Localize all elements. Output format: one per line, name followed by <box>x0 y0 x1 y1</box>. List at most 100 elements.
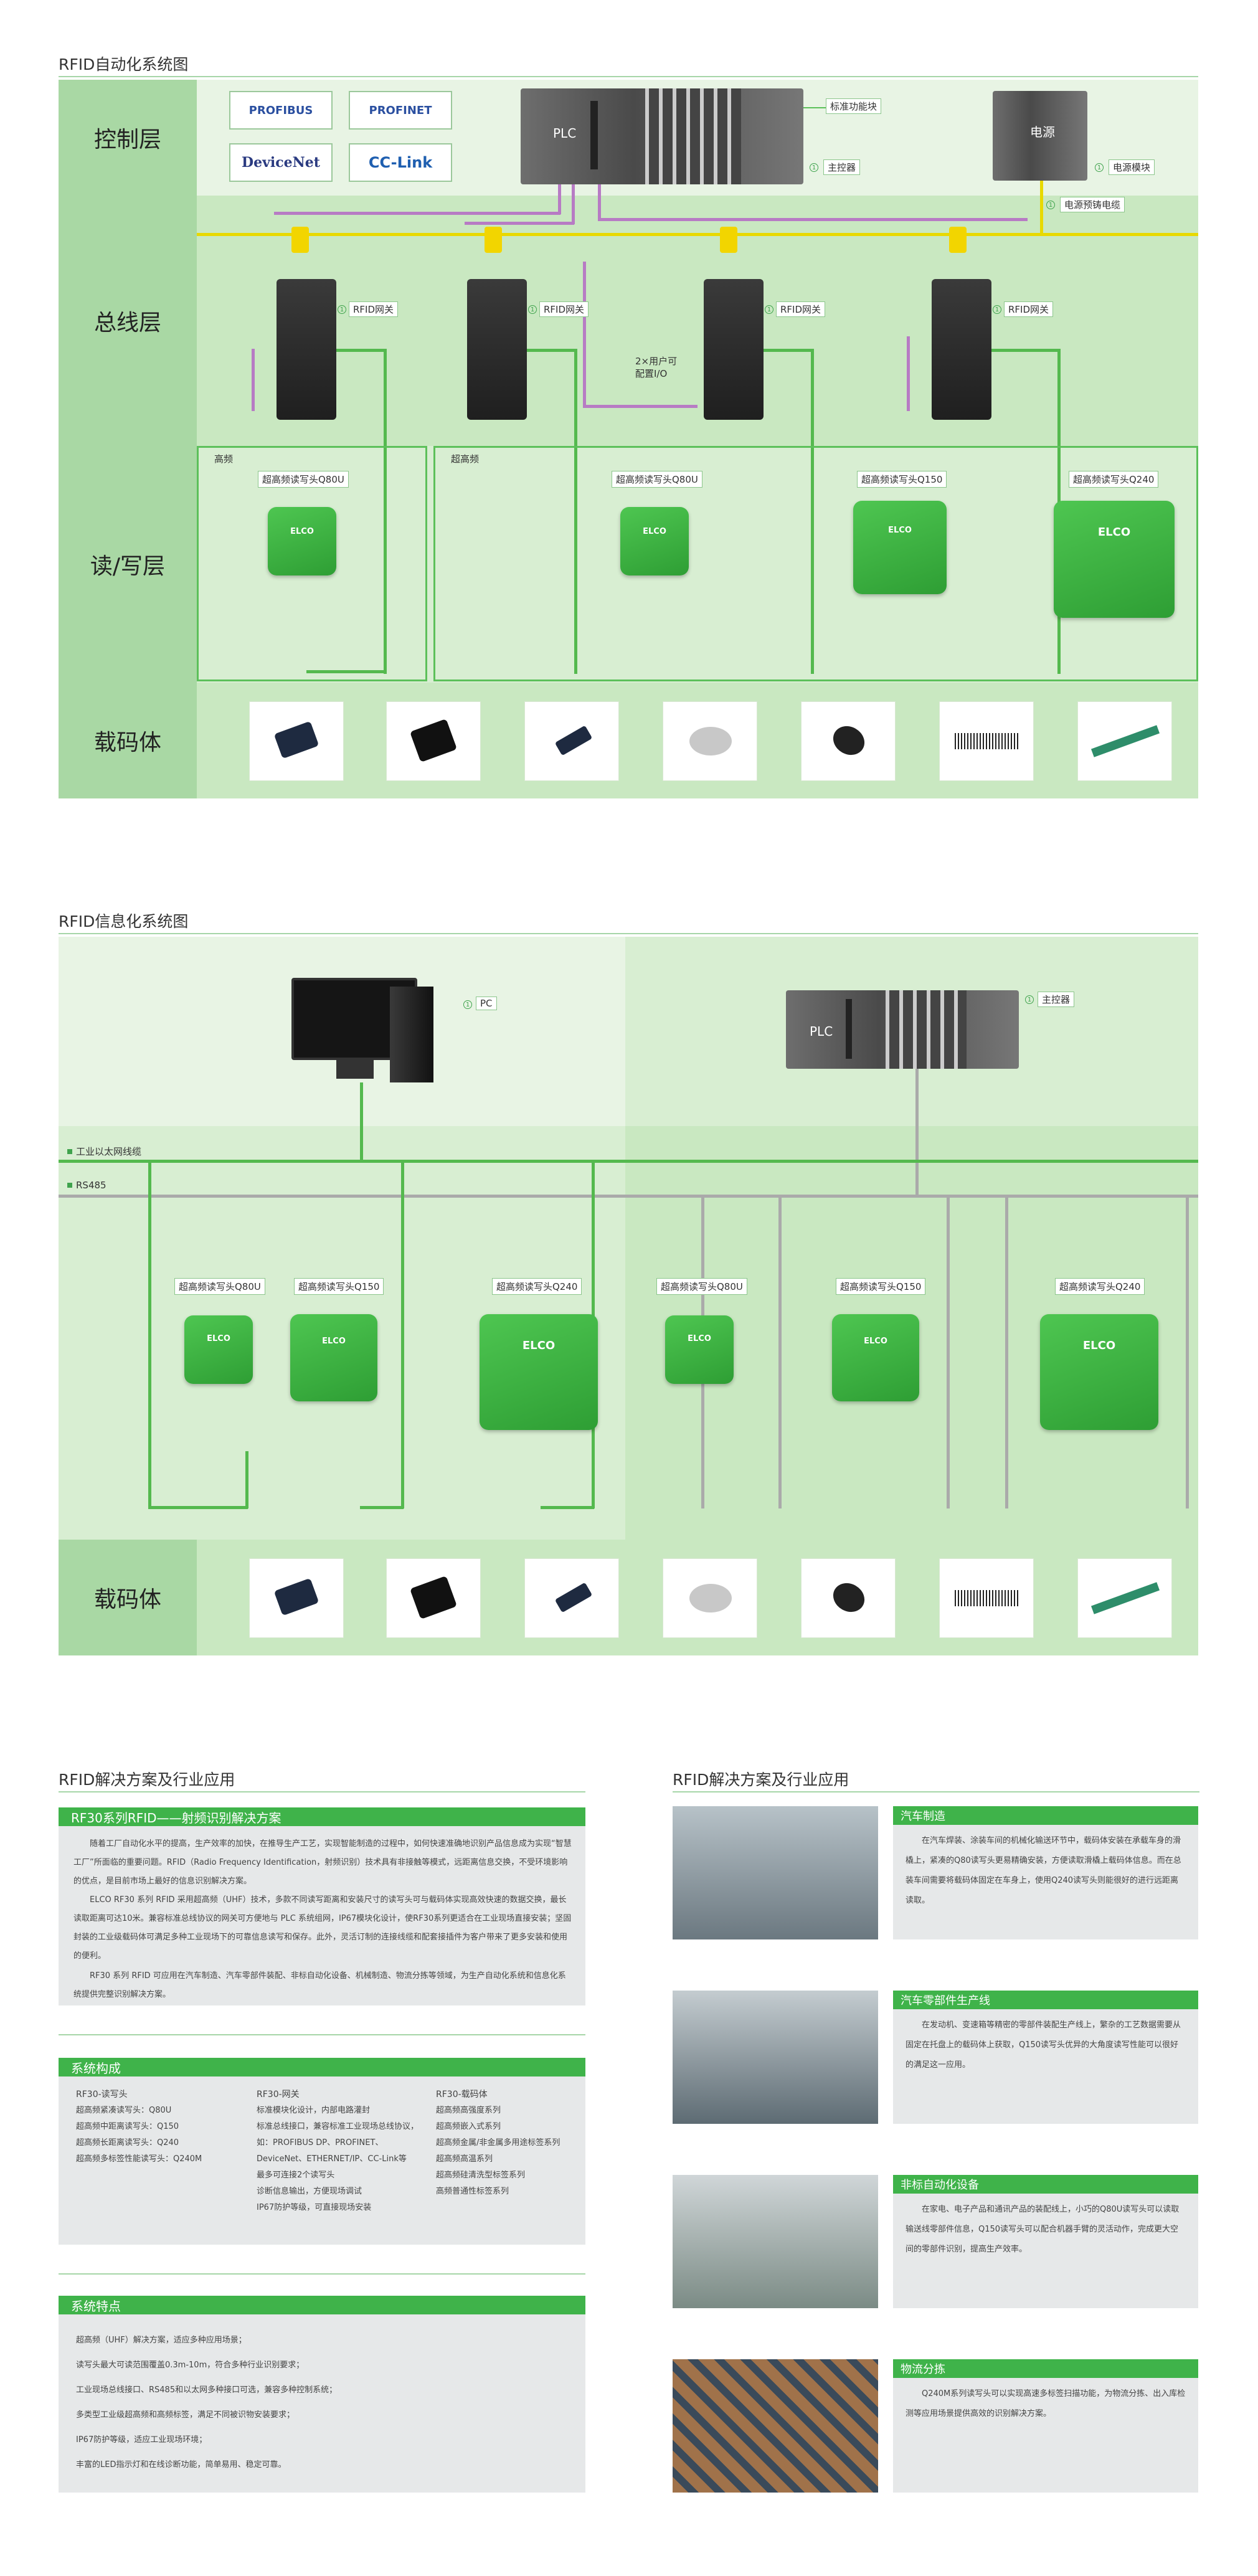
carrier-tag <box>386 701 481 781</box>
power-drop <box>1040 181 1043 234</box>
pc-tower <box>390 987 433 1082</box>
section3-rule-left <box>59 1791 585 1792</box>
app-photo-logistics <box>673 2359 878 2493</box>
tag-marker: 1 <box>463 1000 472 1009</box>
carrier-tag <box>524 1558 619 1638</box>
master-tag: 主控器 <box>1038 992 1075 1007</box>
reader-q150: ELCO <box>853 501 947 594</box>
reader-logo: ELCO <box>1082 1339 1116 1352</box>
rs485-label-text: RS485 <box>76 1180 106 1191</box>
layer-carrier: 载码体 <box>59 683 197 798</box>
power-label: 电源 <box>1030 125 1055 140</box>
app-head: 物流分拣 <box>893 2359 1198 2378</box>
composition-item: 超高频嵌入式系列 <box>436 2122 501 2131</box>
feature-item: IP67防护等级，适应工业现场环境； <box>76 2435 207 2445</box>
layer-carrier-2: 载码体 <box>59 1540 197 1655</box>
bus-wire-1 <box>274 212 560 215</box>
solution-para-2: ELCO RF30 系列 RFID 采用超高频（UHF）技术，多款不同读写距离和… <box>73 1895 572 1961</box>
rfid-gateway-4 <box>932 279 991 420</box>
app-photo-parts <box>673 1991 878 2124</box>
composition-item: 高频普通性标签系列 <box>436 2187 509 2196</box>
gw-reader-wire <box>991 349 1060 352</box>
plc-label: PLC <box>553 126 577 141</box>
reader-logo: ELCO <box>322 1337 346 1346</box>
features-rule <box>59 2273 585 2275</box>
gw-reader-wire <box>527 349 577 352</box>
user-io-label: 2×用户可 配置I/O <box>635 356 678 379</box>
composition-item: 标准模块化设计，内部电路灌封 <box>257 2106 371 2115</box>
features-panel <box>59 2296 585 2493</box>
reader-drop <box>947 1195 950 1508</box>
reader-logo: ELCO <box>1097 526 1131 539</box>
gw-reader-wire <box>384 349 387 674</box>
tag-marker: 1 <box>810 163 818 172</box>
composition-item: 超高频长距离读写头：Q240 <box>76 2138 179 2147</box>
plc-slot <box>846 999 852 1059</box>
tag-shape <box>273 721 319 759</box>
reader-q240: ELCO <box>1040 1314 1158 1430</box>
reader-title: 超高频读写头Q240 <box>1069 471 1159 488</box>
reader-q240: ELCO <box>480 1314 598 1430</box>
reader-drop <box>1005 1195 1008 1508</box>
reader-title: 超高频读写头Q80U <box>612 471 702 488</box>
tag-shape <box>1090 725 1160 757</box>
reader-title: 超高频读写头Q240 <box>1055 1278 1145 1295</box>
plc-drop <box>915 1069 919 1195</box>
reader-drop <box>360 1506 404 1509</box>
carrier-tag <box>1077 701 1172 781</box>
section3-title-left: RFID解决方案及行业应用 <box>59 1771 235 1789</box>
tag-marker: 1 <box>338 305 346 314</box>
app-head: 汽车制造 <box>893 1806 1198 1825</box>
composition-item: 最多可连接2个读写头 <box>257 2171 335 2180</box>
profibus-logo: PROFIBUS <box>229 91 333 130</box>
section2-title: RFID信息化系统图 <box>59 912 189 930</box>
gw1-loop <box>252 349 255 411</box>
bus-drop-plc <box>558 184 561 214</box>
tag-leader <box>803 107 826 108</box>
gateway-connector <box>949 227 967 253</box>
gateway-tag-2: RFID网关 <box>539 301 589 317</box>
tag-marker: 1 <box>1046 201 1055 209</box>
composition-col: RF30-载码体 超高频高强度系列 超高频嵌入式系列 超高频金属/非金属多用途标… <box>436 2086 579 2200</box>
tag-shape <box>554 1582 593 1613</box>
solution-para-1: 随着工厂自动化水平的提高，生产效率的加快，在推导生产工艺，实现智能制造的过程中，… <box>73 1839 572 1886</box>
composition-rule <box>59 2034 585 2035</box>
tag-marker: 1 <box>1025 995 1034 1004</box>
devicenet-logo: DeviceNet <box>229 143 333 182</box>
gateway-connector <box>291 227 309 253</box>
rfid-gateway-2 <box>467 279 527 420</box>
layer-rw: 读/写层 <box>59 446 197 683</box>
reader-logo: ELCO <box>688 1334 711 1343</box>
power-wire <box>197 233 1198 236</box>
tag-shape <box>955 1590 1019 1606</box>
power-supply: 电源 <box>993 91 1087 181</box>
tag-master: 主控器 <box>823 159 861 175</box>
tag-shape <box>409 718 458 763</box>
section1-title: RFID自动化系统图 <box>59 55 189 73</box>
gw-reader-wire <box>306 670 386 673</box>
carrier-tag <box>801 701 896 781</box>
features-list: 超高频（UHF）解决方案，适应多种应用场景； 读写头最大可读范围覆盖0.3m-1… <box>76 2328 574 2478</box>
reader-drop <box>245 1451 248 1508</box>
rfid-gateway-3 <box>704 279 764 420</box>
app-box <box>893 2359 1198 2493</box>
composition-col-title: RF30-载码体 <box>436 2090 488 2100</box>
ethernet-marker <box>67 1148 72 1154</box>
section1-rule <box>59 76 1198 77</box>
reader-title: 超高频读写头Q80U <box>174 1278 265 1295</box>
tag-power-module: 电源模块 <box>1109 159 1155 175</box>
feature-item: 读写头最大可读范围覆盖0.3m-10m，符合多种行业识别要求； <box>76 2361 305 2370</box>
carrier-tag <box>801 1558 896 1638</box>
reader-logo: ELCO <box>290 527 314 536</box>
reader-q80u: ELCO <box>620 507 689 575</box>
solution-panel <box>59 1807 585 2005</box>
reader-title: 超高频读写头Q150 <box>836 1278 926 1295</box>
reader-q150: ELCO <box>290 1314 377 1401</box>
bus-wire-2 <box>465 222 574 225</box>
feature-item: 超高频（UHF）解决方案，适应多种应用场景； <box>76 2336 247 2345</box>
gateway-tag-1: RFID网关 <box>349 301 399 317</box>
reader-logo: ELCO <box>888 526 912 535</box>
pc-drop <box>360 1082 363 1160</box>
composition-col: RF30-读写头 超高频紧凑读写头：Q80U 超高频中距离读写头：Q150 超高… <box>76 2086 244 2167</box>
app-box <box>893 1991 1198 2124</box>
